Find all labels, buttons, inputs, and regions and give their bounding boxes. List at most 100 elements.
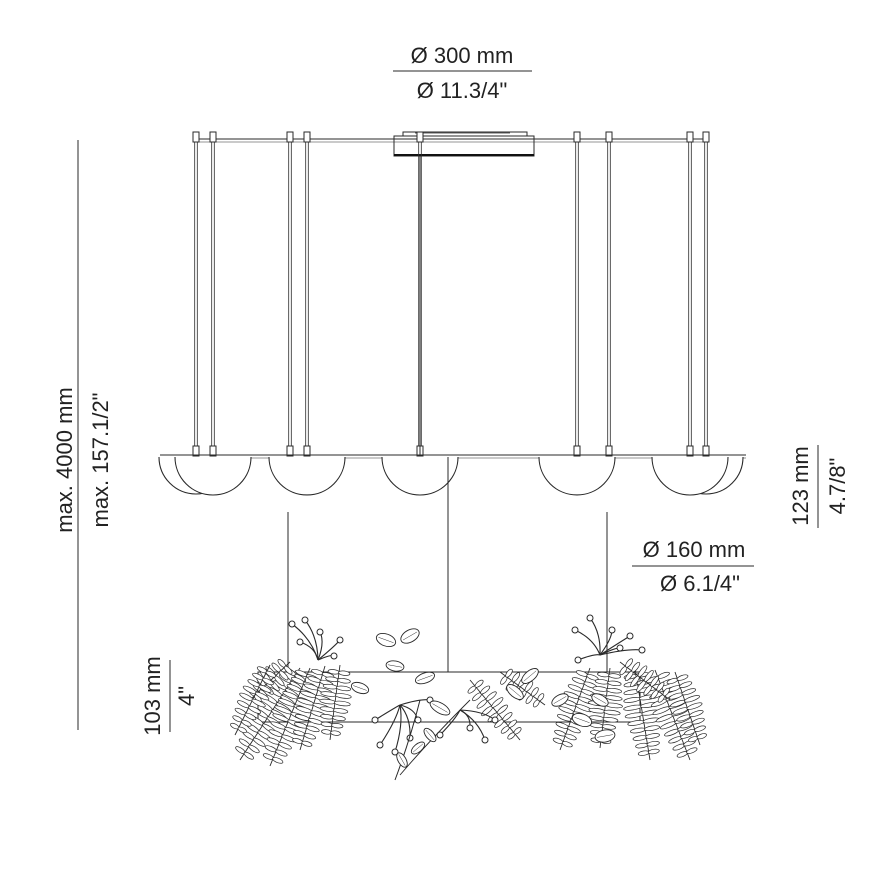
trailing-stem bbox=[394, 699, 421, 781]
globe bbox=[538, 456, 616, 496]
leaflet bbox=[251, 698, 266, 708]
leaflet bbox=[485, 691, 497, 702]
leaflet bbox=[571, 677, 586, 685]
leaflet bbox=[502, 712, 513, 722]
leaflet bbox=[647, 748, 660, 755]
berry bbox=[436, 731, 444, 739]
canopy-diameter-mm-label: Ø 300 mm bbox=[411, 43, 514, 68]
berry bbox=[316, 628, 324, 636]
leaflet bbox=[564, 733, 577, 741]
globe-height-mm-label: 123 mm bbox=[788, 446, 813, 525]
sprig-branch bbox=[299, 641, 319, 661]
berry bbox=[574, 656, 582, 664]
berry-sprig bbox=[571, 614, 646, 664]
berry bbox=[414, 716, 422, 724]
leaf-vein bbox=[593, 696, 607, 704]
leaflet bbox=[275, 749, 288, 757]
leaflet bbox=[656, 681, 665, 692]
berry bbox=[391, 748, 399, 756]
leaflet bbox=[597, 671, 610, 678]
berry bbox=[330, 652, 338, 660]
leaf-vein bbox=[417, 675, 433, 681]
bottom-connector bbox=[686, 445, 694, 457]
leaflet bbox=[588, 707, 606, 714]
leaf-vein bbox=[597, 734, 613, 738]
bottom-connector bbox=[573, 445, 581, 457]
bottom-connector bbox=[192, 445, 200, 457]
leaflet bbox=[662, 687, 670, 697]
leaflet bbox=[624, 712, 644, 719]
leaf-vein bbox=[378, 637, 394, 643]
leaflet bbox=[623, 697, 642, 703]
leaf-vein bbox=[402, 631, 418, 641]
leaflet bbox=[491, 697, 504, 708]
leaflet bbox=[558, 706, 575, 714]
leaflet bbox=[631, 661, 641, 673]
top-connector bbox=[605, 131, 613, 143]
top-connector bbox=[702, 131, 710, 143]
berry bbox=[608, 626, 616, 634]
berry-sprig bbox=[436, 709, 499, 744]
leaf-vein bbox=[432, 703, 448, 713]
leaflet bbox=[557, 714, 572, 722]
canopy-diameter-dimension: Ø 300 mm Ø 11.3/4" bbox=[393, 43, 532, 103]
leaflet bbox=[605, 695, 623, 701]
leaf-vein bbox=[425, 729, 435, 741]
sprig-branch bbox=[589, 617, 601, 656]
sprig-branch bbox=[291, 623, 319, 661]
ceiling-canopy bbox=[393, 131, 535, 157]
leaflet bbox=[248, 744, 260, 754]
leaf-vein bbox=[353, 685, 367, 691]
leaflet bbox=[294, 722, 308, 729]
leaf-vein bbox=[398, 754, 406, 766]
planter-height-mm-label: 103 mm bbox=[140, 656, 165, 735]
sprig-branch bbox=[399, 699, 431, 706]
leaflet bbox=[303, 733, 316, 740]
leaflet bbox=[474, 679, 484, 688]
leaflet bbox=[301, 740, 313, 747]
leaflet bbox=[255, 691, 270, 701]
top-connector bbox=[286, 131, 294, 143]
globe bbox=[174, 456, 252, 496]
frond-stem bbox=[469, 679, 521, 741]
top-connector bbox=[686, 131, 694, 143]
leaflet bbox=[338, 670, 351, 676]
leaflet bbox=[272, 757, 284, 764]
leaflet bbox=[592, 686, 609, 692]
leaf-vein bbox=[523, 670, 537, 682]
total-height-dimension: max. 4000 mm max. 157.1/2" bbox=[52, 140, 113, 730]
berry bbox=[376, 741, 384, 749]
berry bbox=[626, 632, 634, 640]
leaflet bbox=[694, 725, 706, 732]
leaflet bbox=[681, 688, 697, 696]
leaflet bbox=[265, 670, 277, 678]
leaflet bbox=[336, 685, 352, 692]
bottom-connector bbox=[303, 445, 311, 457]
leaflet bbox=[683, 695, 700, 703]
leaflet bbox=[689, 710, 704, 718]
sprig-branch bbox=[374, 704, 401, 721]
leaf-vein bbox=[508, 686, 522, 698]
leaflet bbox=[686, 747, 698, 754]
leaflet bbox=[241, 719, 252, 727]
bottom-connector bbox=[286, 445, 294, 457]
leaflet bbox=[567, 684, 583, 692]
leaflet bbox=[248, 705, 261, 714]
leaflet bbox=[513, 727, 522, 735]
leaflet bbox=[561, 741, 573, 748]
leaflet bbox=[601, 724, 616, 730]
top-connector bbox=[416, 131, 424, 143]
leaflet bbox=[320, 714, 334, 720]
leaflet bbox=[252, 737, 266, 747]
top-connector bbox=[573, 131, 581, 143]
leaflet bbox=[602, 717, 619, 723]
berry bbox=[491, 716, 499, 724]
leaflet bbox=[311, 668, 324, 676]
planter-height-in-label: 4" bbox=[174, 686, 199, 706]
leaflet bbox=[505, 668, 513, 678]
leaflet bbox=[319, 706, 335, 712]
leaflet bbox=[331, 723, 344, 729]
leaflet bbox=[537, 693, 545, 702]
